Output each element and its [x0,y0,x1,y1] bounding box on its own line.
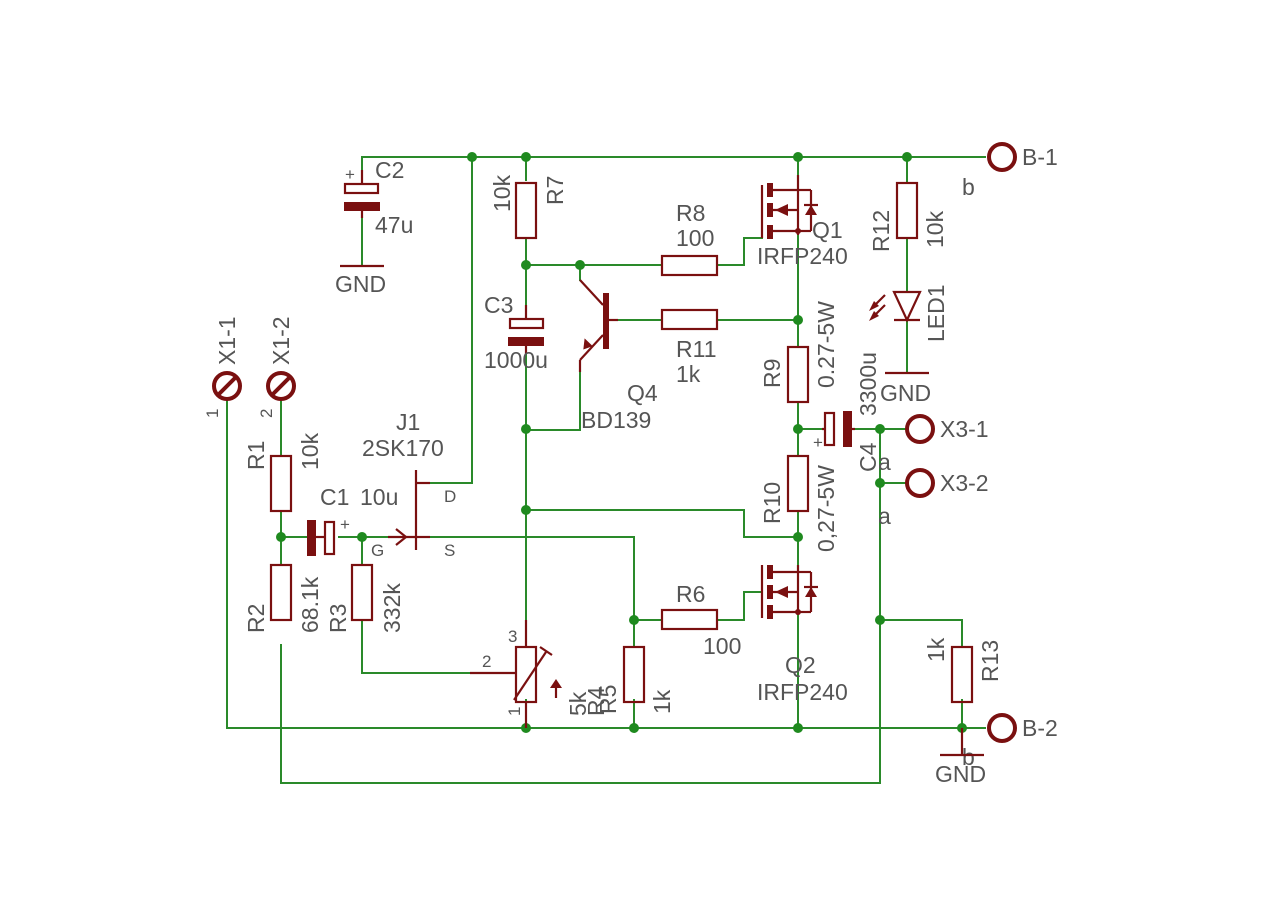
c1-plus: + [340,515,350,534]
connector-x3-1: X3-1 a [878,414,989,475]
r5-name: R5 [595,685,621,714]
x11-pin: 1 [203,409,222,418]
capacitor-c1: + C1 10u [307,484,398,556]
resistor-r9: R9 0.27-5W [759,301,839,404]
r12-value: 10k [922,210,948,248]
r8-name: R8 [676,200,705,226]
j1-value: 2SK170 [362,435,444,461]
r4-pin2: 2 [482,652,491,671]
capacitor-c4: + 3300u C4 [813,352,881,472]
b1-label: B-1 [1022,144,1058,170]
b2-net-label: b [962,744,975,770]
r6-value: 100 [703,633,741,659]
x11-label: X1-1 [214,316,240,365]
resistor-r13: 1k R13 [923,637,1003,704]
r4-value: 5k [565,691,591,716]
r10-name: R10 [759,482,785,524]
resistor-r8: R8 100 [660,200,719,277]
x31-label: X3-1 [940,416,989,442]
r3-value: 332k [379,583,405,633]
r11-name: R11 [676,336,717,362]
connector-x1-2: X1-2 2 [257,316,296,418]
transistor-q4: Q4 BD139 [578,279,658,433]
r1-value: 10k [297,432,323,470]
gnd-led-label: GND [880,380,931,406]
x31-net-label: a [878,449,891,475]
gnd-c2-label: GND [335,271,386,297]
gnd-b2: GND [935,728,986,787]
mosfet-q1: Q1 IRFP240 [757,175,848,269]
r12-name: R12 [868,210,894,252]
resistor-r5: R5 1k [595,645,675,714]
j1-source-label: S [444,541,455,560]
r9-value: 0.27-5W [813,301,839,388]
c2-name: C2 [375,157,404,183]
c4-name: C4 [855,442,881,472]
resistor-r11: R11 1k [660,308,719,387]
r2-name: R2 [243,604,269,633]
r4-name: R4 [583,686,609,716]
b1-net-label: b [962,174,975,200]
r7-name: R7 [542,176,568,205]
c4-value: 3300u [855,352,881,416]
resistor-r3: R3 332k [325,563,405,633]
q2-value: IRFP240 [757,679,848,705]
r2-value: 68.1k [297,576,323,633]
q1-value: IRFP240 [757,243,848,269]
capacitor-c3: C3 1000u [484,292,548,373]
resistor-r1: R1 10k [243,432,323,513]
resistor-r6: R6 100 [660,581,741,659]
c3-value: 1000u [484,347,548,373]
x12-pin: 2 [257,409,276,418]
r11-value: 1k [676,361,701,387]
connector-x3-2: X3-2 a [878,468,989,529]
connector-b1: B-1 b [962,142,1058,200]
x12-label: X1-2 [268,316,294,365]
q1-name: Q1 [812,217,843,243]
b2-label: B-2 [1022,715,1058,741]
trimmer-r4: 3 2 1 5k R4 [470,620,609,728]
q4-value: BD139 [581,407,651,433]
c2-plus: + [345,165,355,184]
resistor-r12: R12 10k [868,181,948,252]
j1-gate-label: G [371,541,384,560]
q2-name: Q2 [785,652,816,678]
r5-value: 1k [649,689,675,714]
j1-drain-label: D [444,487,456,506]
r13-value: 1k [923,637,949,662]
led-name: LED1 [923,284,949,342]
capacitor-c2: + C2 47u GND [335,157,413,297]
r4-pin1: 1 [505,707,524,716]
r7-value: 10k [489,174,515,212]
mosfet-q2: Q2 IRFP240 [757,565,848,705]
r9-name: R9 [759,359,785,388]
j1-name: J1 [396,409,420,435]
connector-b2: B-2 b [962,713,1058,770]
c1-name: C1 [320,484,349,510]
wires [226,156,986,784]
r4-pin3: 3 [508,627,517,646]
c3-name: C3 [484,292,513,318]
x32-label: X3-2 [940,470,989,496]
r10-value: 0,27-5W [813,465,839,552]
resistor-r10: R10 0,27-5W [759,454,839,552]
c2-value: 47u [375,212,413,238]
c1-value: 10u [360,484,398,510]
resistor-r2: R2 68.1k [243,563,323,633]
r1-name: R1 [243,441,269,470]
q4-name: Q4 [627,380,658,406]
r8-value: 100 [676,225,714,251]
r13-name: R13 [977,640,1003,682]
connector-x1-1: X1-1 1 [203,316,242,418]
r3-name: R3 [325,604,351,633]
r6-name: R6 [676,581,705,607]
gnd-b2-label: GND [935,761,986,787]
x32-net-label: a [878,503,891,529]
jfet-j1: J1 2SK170 D G S [362,409,456,560]
led-led1: LED1 GND [869,284,949,406]
resistor-r7: R7 10k [489,174,568,240]
c4-plus: + [813,433,823,452]
